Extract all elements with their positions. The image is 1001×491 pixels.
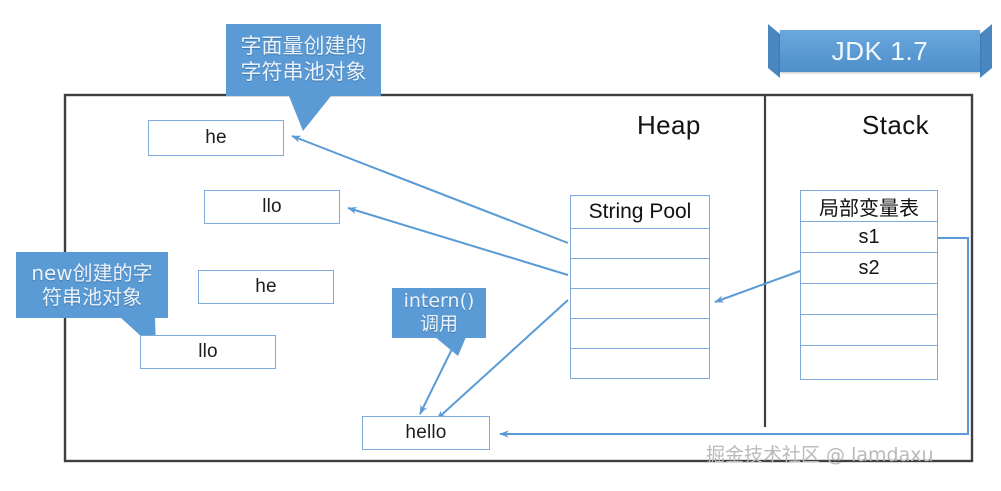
jdk-version-banner: JDK 1.7 <box>780 30 980 72</box>
local-variable-row-s1[interactable]: s1 <box>801 222 937 253</box>
callout-line: intern() <box>403 289 475 312</box>
string-pool-row[interactable] <box>571 229 709 259</box>
stack-label: Stack <box>862 110 930 140</box>
string-pool-row[interactable] <box>571 259 709 289</box>
arrow-s1-to-hello <box>499 237 969 438</box>
string-pool-row[interactable] <box>571 289 709 319</box>
heap-box-label: hello <box>405 422 447 443</box>
string-pool-table: String Pool <box>570 195 710 379</box>
heap-box-he-new[interactable]: he <box>198 270 334 304</box>
heap-box-label: he <box>255 276 277 297</box>
local-variable-row[interactable] <box>801 315 937 346</box>
callout-tail-literal <box>289 96 331 131</box>
callout-line: 字面量创建的 <box>240 34 367 59</box>
heap-box-llo-literal[interactable]: llo <box>204 190 340 224</box>
callout-line: 调用 <box>419 313 458 335</box>
heap-label: Heap <box>637 110 701 140</box>
string-pool-row[interactable] <box>571 319 709 349</box>
heap-box-label: llo <box>262 196 282 217</box>
banner-ribbon-right <box>980 24 992 78</box>
callout-line: 字符串池对象 <box>240 60 367 84</box>
local-variable-row[interactable] <box>801 284 937 315</box>
new-pool-callout: new创建的字 符串池对象 <box>16 252 168 318</box>
heap-box-label: he <box>205 127 227 148</box>
arrow-s2-to-pool <box>714 270 801 303</box>
heap-box-he-literal[interactable]: he <box>148 120 284 156</box>
arrow-pool-to-hello <box>436 299 569 420</box>
banner-ribbon-left <box>768 24 780 78</box>
local-variable-table-title: 局部变量表 <box>801 191 937 222</box>
string-pool-row[interactable] <box>571 349 709 377</box>
arrow-pool-to-llo <box>347 207 569 276</box>
local-variable-row[interactable] <box>801 346 937 377</box>
arrow-pool-to-he <box>291 135 569 244</box>
watermark: 掘金技术社区 @ lamdaxu <box>706 444 934 466</box>
heap-box-label: llo <box>198 341 218 362</box>
heap-box-llo-new[interactable]: llo <box>140 335 276 369</box>
local-variable-row-s2[interactable]: s2 <box>801 253 937 284</box>
jdk-version-label: JDK 1.7 <box>831 35 929 66</box>
literal-pool-callout: 字面量创建的 字符串池对象 <box>226 24 381 96</box>
heap-box-hello[interactable]: hello <box>362 416 490 450</box>
callout-line: 符串池对象 <box>42 285 142 309</box>
arrow-intern-to-hello <box>419 348 453 415</box>
local-variable-table: 局部变量表 s1 s2 <box>800 190 938 380</box>
callout-tail-intern <box>435 337 466 356</box>
callout-line: new创建的字 <box>31 260 153 285</box>
string-pool-title: String Pool <box>571 196 709 229</box>
intern-callout: intern() 调用 <box>392 288 486 338</box>
